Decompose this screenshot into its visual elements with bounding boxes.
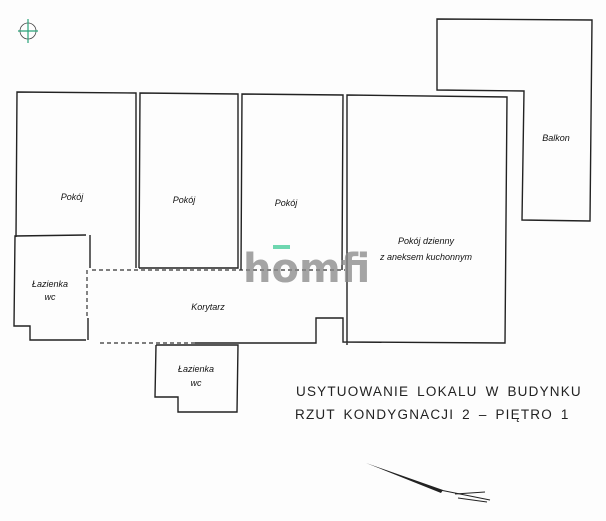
caption-line-1: USYTUOWANIE LOKALU W BUDYNKU: [296, 384, 582, 399]
label-pokoj-2: Pokój: [173, 195, 197, 205]
room-pokoj-1: [15, 91, 137, 268]
watermark-text: homfi: [243, 246, 370, 292]
homfi-watermark: homfi: [243, 245, 370, 292]
label-bath-bottom-2: wc: [191, 378, 202, 388]
north-arrow-icon: [366, 463, 491, 503]
room-lazienka-left: [13, 234, 87, 341]
label-balkon: Balkon: [542, 133, 570, 143]
room-pokoj-dzienny: [195, 94, 508, 345]
room-lazienka-bottom: [154, 344, 239, 413]
label-pokoj-1: Pokój: [61, 192, 85, 202]
label-pokoj-3: Pokój: [275, 198, 299, 208]
label-korytarz: Korytarz: [191, 302, 225, 312]
label-living-2: z aneksem kuchonnym: [379, 252, 473, 262]
room-pokoj-2: [138, 92, 239, 269]
compass-rose-icon: [18, 19, 38, 43]
label-bath-bottom-1: Łazienka: [178, 364, 214, 374]
label-living-1: Pokój dzienny: [398, 236, 455, 246]
room-balkon: [436, 18, 593, 222]
label-bath-left-1: Łazienka: [32, 279, 68, 289]
caption-line-2: RZUT KONDYGNACJI 2 – PIĘTRO 1: [295, 407, 570, 422]
room-pokoj-3: [240, 93, 344, 271]
label-bath-left-2: wc: [45, 292, 56, 302]
